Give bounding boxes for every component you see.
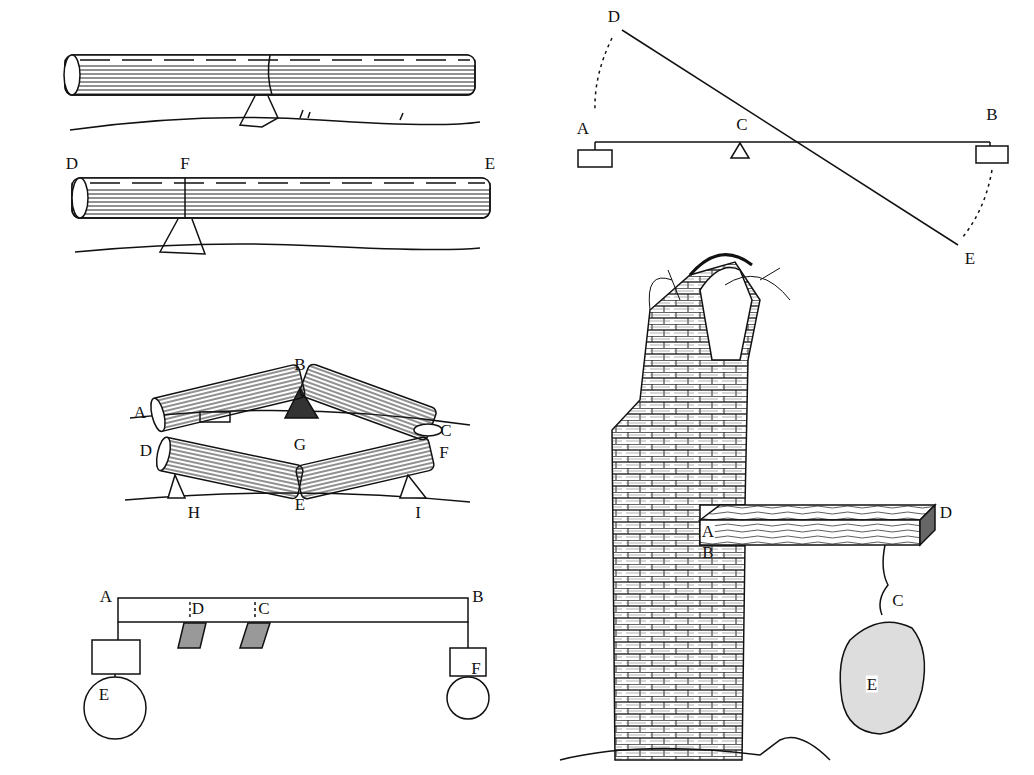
point-letter: F xyxy=(179,155,190,172)
point-letter: D xyxy=(139,442,153,459)
point-letter: A xyxy=(701,523,715,540)
point-letter: D xyxy=(939,504,953,521)
bent-logs xyxy=(125,363,470,502)
wall xyxy=(560,255,935,760)
point-letter: C xyxy=(735,116,748,133)
point-letter: F xyxy=(438,444,449,461)
point-letter: E xyxy=(294,496,306,513)
point-letter: I xyxy=(414,504,422,521)
log xyxy=(64,55,480,130)
point-letter: E xyxy=(98,686,110,703)
point-letter: D xyxy=(607,8,621,25)
point-letter: C xyxy=(891,592,904,609)
balance xyxy=(578,30,1008,245)
beam xyxy=(84,598,489,739)
point-letter: D xyxy=(191,600,205,617)
point-letter: E xyxy=(964,250,976,267)
point-letter: A xyxy=(99,588,113,605)
point-letter: C xyxy=(439,422,452,439)
point-letter: B xyxy=(471,588,484,605)
point-letter: B xyxy=(701,544,714,561)
point-letter: E xyxy=(484,155,496,172)
point-letter: A xyxy=(133,404,147,421)
point-letter: B xyxy=(985,106,998,123)
point-letter: G xyxy=(293,436,307,453)
point-letter: E xyxy=(866,676,878,693)
point-letter: B xyxy=(293,356,306,373)
log xyxy=(72,178,490,254)
point-letter: H xyxy=(187,504,201,521)
point-letter: C xyxy=(257,600,270,617)
point-letter: F xyxy=(470,660,481,677)
point-letter: D xyxy=(65,155,79,172)
point-letter: A xyxy=(576,120,590,137)
